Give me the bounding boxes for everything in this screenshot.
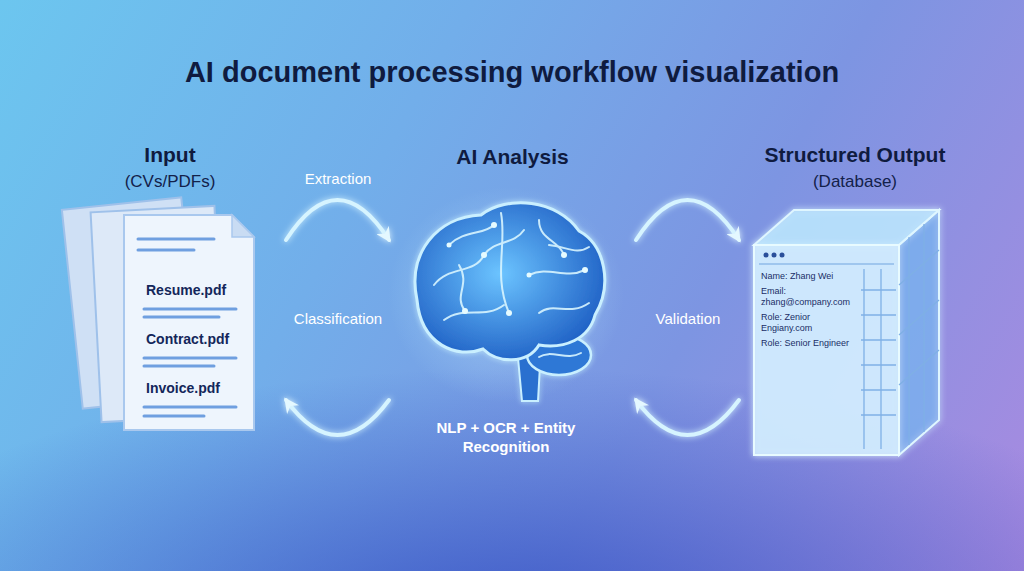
- brain-art-part: [434, 213, 589, 357]
- brain-art-part: [447, 243, 452, 248]
- brain-art-part: [462, 308, 468, 314]
- document-stack-art-part: [144, 316, 219, 319]
- file-name: Resume.pdf: [146, 282, 226, 298]
- edge-label: Validation: [656, 310, 721, 327]
- flow-arc: [286, 200, 389, 240]
- brain-art-part: [459, 265, 465, 311]
- technique-label: NLP + OCR + Entity Recognition: [431, 418, 581, 456]
- database-cube-art-part: [861, 414, 896, 415]
- database-cube-art-part: [861, 289, 896, 290]
- database-cube-art-part: [908, 237, 909, 445]
- database-cube-art-part: [880, 269, 881, 449]
- database-cube-art-part: [754, 210, 939, 455]
- brain-art-part: [549, 245, 589, 250]
- brain-art-part: [388, 187, 624, 403]
- database-cube-art-part: [861, 339, 896, 340]
- record-field: Role: Senior Engineer: [761, 338, 859, 349]
- brain-art-part: [539, 353, 581, 357]
- section-subheading: (CVs/PDFs): [54, 172, 286, 192]
- document-stack-art-part: [144, 308, 236, 311]
- database-cube-art-part: [861, 389, 896, 390]
- edge-label: Extraction: [305, 170, 372, 187]
- brain-art-part: [415, 203, 605, 401]
- brain-art-part: [506, 310, 512, 316]
- brain-art-part: [539, 220, 564, 255]
- flow-arc: [286, 400, 389, 435]
- document-stack-art-part: [232, 215, 254, 237]
- brain-art-part: [481, 252, 487, 258]
- document-stack-art-part: [124, 215, 254, 430]
- brain-art-part: [561, 252, 567, 258]
- brain-art-part: [539, 303, 589, 313]
- flow-arc: [636, 400, 739, 435]
- file-name: Invoice.pdf: [146, 380, 220, 396]
- brain-art-part: [444, 305, 504, 320]
- diagram-title: AI document processing workflow visualiz…: [0, 56, 1024, 89]
- database-cube-art-part: [861, 364, 896, 365]
- database-cube-art-part: [899, 250, 939, 285]
- edge-label: Classification: [294, 310, 382, 327]
- brain-art-part: [529, 270, 585, 275]
- flow-arc: [636, 200, 739, 240]
- brain-art-part: [491, 222, 497, 228]
- database-cube-art-part: [861, 314, 896, 315]
- database-cube-art-part: [899, 300, 939, 335]
- section-heading: AI Analysis: [389, 145, 636, 169]
- database-cube-art-part: [899, 350, 939, 385]
- document-stack-art-part: [138, 249, 194, 252]
- document-stack-art-part: [138, 238, 214, 241]
- database-cube-art-part: [772, 253, 777, 258]
- brain-art-part: [449, 225, 494, 245]
- section-subheading: (Database): [739, 172, 971, 192]
- database-cube-art-part: [899, 210, 939, 455]
- document-stack-art-part: [144, 406, 236, 409]
- document-stack-art-part: [144, 415, 204, 418]
- section-heading: Structured Output: [739, 143, 971, 167]
- database-cube-art-part: [759, 263, 894, 265]
- file-name: Contract.pdf: [146, 331, 229, 347]
- database-cube-art-part: [861, 224, 939, 449]
- database-cube: Structured Output (Database) Name: Zhang W…: [739, 135, 971, 465]
- document-stack-art-part: [144, 365, 214, 368]
- document-stack-art-part: [144, 357, 236, 360]
- record-field: Role: Zenior Engiany.com: [761, 312, 859, 334]
- brain-art: [389, 135, 624, 455]
- database-cube-art-part: [923, 224, 924, 432]
- document-stack: Input (CVs/PDFs) Resume.pdfContract.pdfInv…: [54, 135, 286, 435]
- brain-art-part: [527, 273, 532, 278]
- brain-art-part: [434, 230, 524, 285]
- brain-node: AI AnalysisNLP + OCR + Entity Recognitio…: [389, 135, 636, 455]
- record-field: Name: Zhang Wei: [761, 271, 859, 282]
- record-list: Name: Zhang WeiEmail: zhang@company.comR…: [761, 271, 859, 353]
- database-cube-art-part: [754, 210, 939, 245]
- brain-art-part: [447, 222, 589, 316]
- database-cube-art-part: [863, 269, 864, 449]
- brain-art-part: [582, 267, 588, 273]
- database-cube-art-part: [764, 253, 769, 258]
- brain-art-part: [415, 203, 605, 360]
- document-stack-art-part: [138, 239, 236, 416]
- section-heading: Input: [54, 143, 286, 167]
- database-cube-art-part: [754, 245, 899, 455]
- database-cube-art-part: [780, 253, 785, 258]
- record-field: Email: zhang@company.com: [761, 286, 859, 308]
- brain-art-part: [501, 213, 509, 313]
